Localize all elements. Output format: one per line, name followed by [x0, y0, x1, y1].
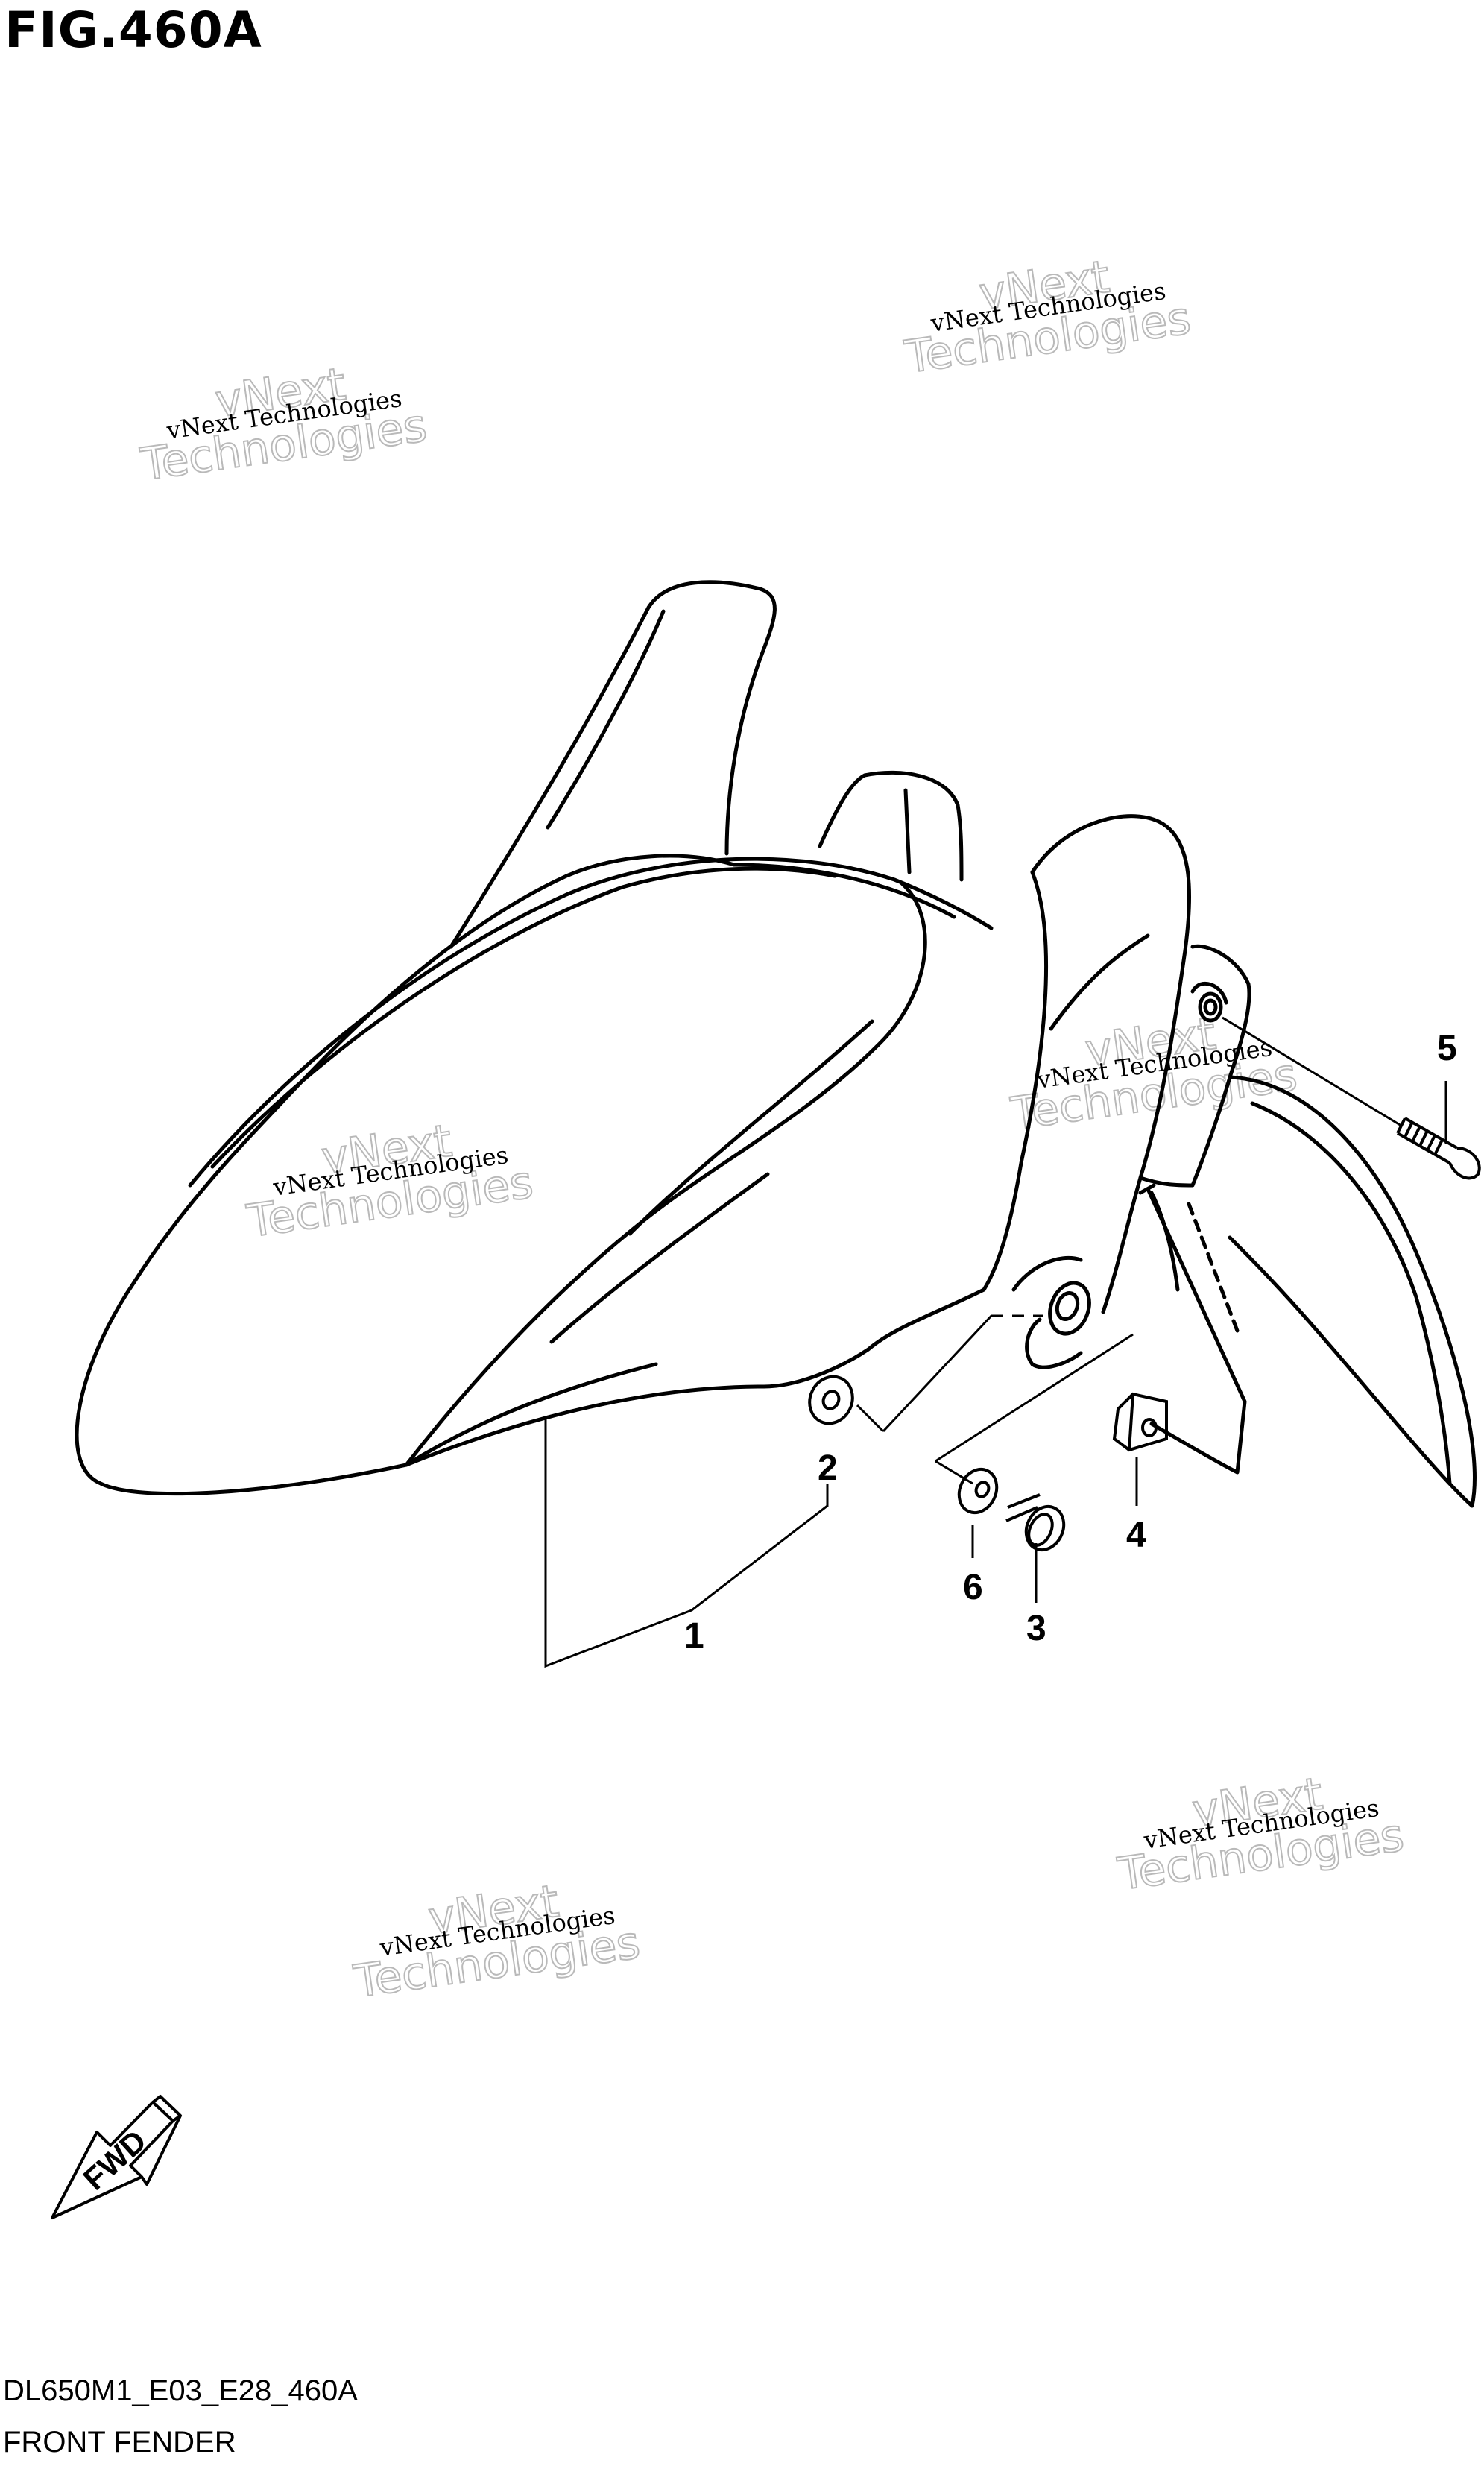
clip-nut-part-4: [1112, 1392, 1168, 1452]
callout-5: 5: [1437, 1029, 1457, 1068]
front-fender: [75, 580, 1477, 1508]
fwd-direction-arrow: FWD: [51, 2095, 182, 2219]
fwd-label: FWD: [77, 2123, 154, 2197]
washer-part-2: [808, 1375, 854, 1425]
watermark-mid-left: vNext Technologies vNext Technologies: [243, 1114, 537, 1249]
leader-lines: [544, 1016, 1447, 1668]
assembly-name: FRONT FENDER: [3, 2426, 236, 2459]
figure-title: FIG.460A: [4, 1, 262, 59]
bolt-part-5: [1396, 1117, 1481, 1180]
bolt-part-3: [1005, 1493, 1066, 1552]
callout-1: 1: [684, 1616, 704, 1656]
small-parts: [808, 1117, 1481, 1552]
diagram-code: DL650M1_E03_E28_460A: [3, 2374, 358, 2407]
watermark-bottom-left: vNext Technologies vNext Technologies: [350, 1874, 643, 2008]
callout-numbers: 1 2 3 4 5 6: [684, 1029, 1457, 1656]
callout-2: 2: [818, 1448, 838, 1488]
watermark-top-right: vNext Technologies vNext Technologies: [900, 250, 1194, 384]
watermark-top-left: vNext Technologies vNext Technologies: [136, 357, 430, 491]
callout-3: 3: [1026, 1609, 1046, 1648]
washer-part-6: [957, 1467, 999, 1515]
watermark-bottom-right: vNext Technologies vNext Technologies: [1114, 1767, 1407, 1901]
callout-4: 4: [1126, 1516, 1146, 1555]
callout-6: 6: [963, 1568, 983, 1607]
